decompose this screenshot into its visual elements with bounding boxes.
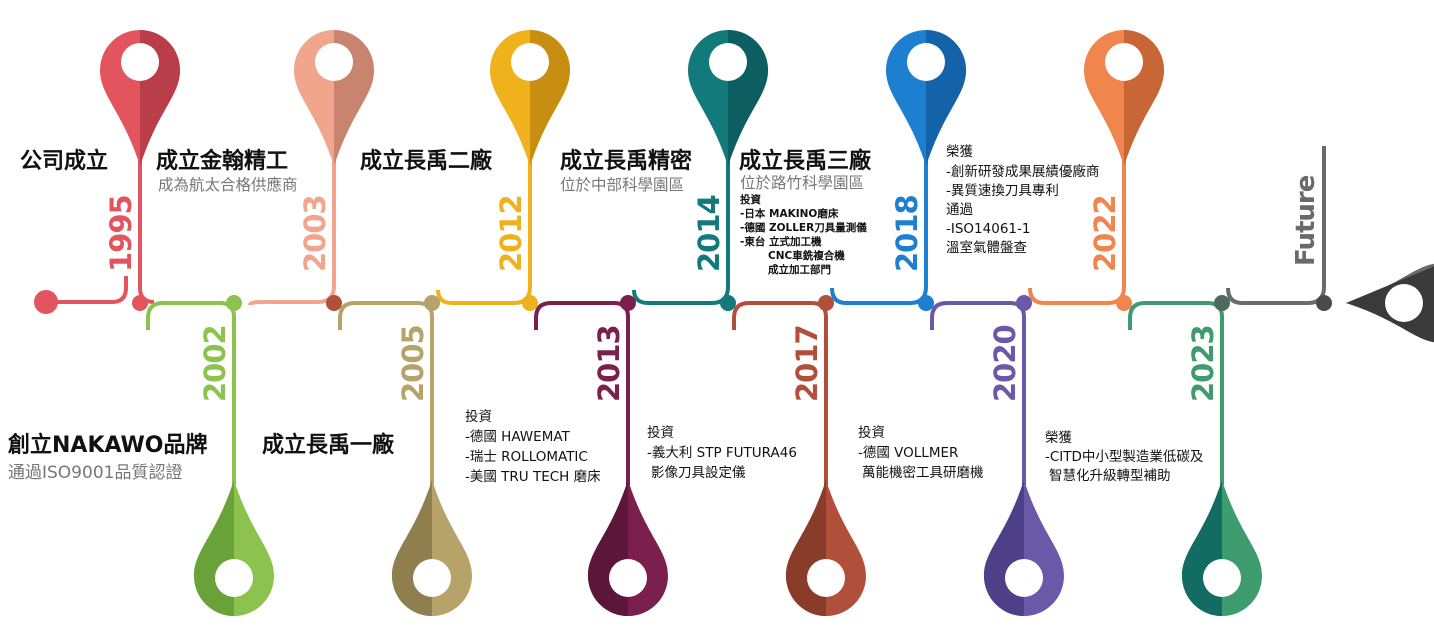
pin-2018 (886, 30, 966, 166)
line-2023-0: 榮獲 (1045, 430, 1073, 446)
spine-segment-2020 (930, 301, 1026, 485)
line-2017-1: -義大利 STP FUTURA46 (647, 444, 797, 461)
spine-segment-2012 (436, 96, 532, 305)
sub-2003: 成為航太合格供應商 (158, 175, 298, 194)
dot-2017 (818, 295, 834, 311)
year-2022: 2022 (1088, 195, 1122, 272)
dot-2013 (620, 295, 636, 311)
dot-2005 (424, 295, 440, 311)
line-2014b-2: -德國 ZOLLER刀具量測儀 (740, 221, 867, 234)
spine-segment-future (1226, 146, 1326, 305)
dot-2020 (1016, 295, 1032, 311)
sub-2014: 位於中部科學園區 (560, 175, 684, 194)
line-2014b-1: -日本 MAKINO磨床 (740, 207, 839, 220)
pin-2017 (786, 480, 866, 616)
line-2013-2: -瑞士 ROLLOMATIC (465, 449, 588, 465)
pin-2013 (588, 480, 668, 616)
pin-2012 (490, 30, 570, 166)
pin-2023 (1182, 480, 1262, 616)
line-2018-1: -創新研發成果展績優廠商 (946, 163, 1099, 180)
dot-2012 (522, 295, 538, 311)
dot-2023 (1214, 295, 1230, 311)
spine-segment-2022 (1028, 96, 1126, 305)
line-2020-2: 萬能機密工具研磨機 (862, 464, 984, 481)
year-2017: 2017 (790, 325, 824, 402)
line-2017-2: 影像刀具設定儀 (651, 465, 746, 481)
sub-2014b: 位於路竹科學園區 (740, 173, 864, 192)
year-2012: 2012 (494, 195, 528, 272)
line-2014b-5: 成立加工部門 (768, 263, 831, 276)
dot-1995 (132, 295, 148, 311)
spine-segment-2003 (248, 96, 336, 306)
line-2017-0: 投資 (647, 425, 674, 441)
pin-2014 (688, 30, 768, 166)
title-1995: 公司成立 (20, 148, 108, 174)
dot-2014 (720, 295, 736, 311)
line-2014b-4: CNC車銑複合機 (768, 249, 845, 262)
line-2018-3: 通過 (946, 202, 974, 218)
year-2002: 2002 (198, 325, 232, 402)
line-2018-2: -異質速換刀具專利 (946, 183, 1059, 199)
line-2020-0: 投資 (858, 425, 885, 441)
spine-segment-2018 (830, 96, 928, 305)
dot-2022 (1116, 295, 1132, 311)
timeline-spine (46, 96, 1326, 485)
event-texts: 公司成立 成立金翰精工 成為航太合格供應商 成立長禹二廠 成立長禹精密 位於中部… (8, 144, 1204, 485)
line-2013-3: -美國 TRU TECH 磨床 (465, 469, 601, 485)
title-2012: 成立長禹二廠 (360, 148, 493, 174)
pin-1995 (100, 30, 180, 166)
pin-future (1346, 263, 1434, 343)
year-future: Future (1291, 175, 1321, 266)
year-labels: 1995 2002 2003 2005 2012 2013 2014 2017 … (104, 175, 1321, 402)
pin-2005 (392, 480, 472, 616)
dot-2018 (918, 295, 934, 311)
line-2020-1: -德國 VOLLMER (858, 445, 958, 461)
spine-segment-2013 (534, 301, 630, 485)
line-2023-1: -CITD中小型製造業低碳及 (1045, 449, 1204, 465)
dot-2003 (326, 295, 342, 311)
line-2018-4: -ISO14061-1 (946, 221, 1030, 237)
line-2018-5: 溫室氣體盤查 (946, 239, 1027, 256)
dot-2002 (226, 295, 242, 311)
spine-segment-2005 (338, 301, 434, 485)
sub-2002: 通過ISO9001品質認證 (8, 463, 182, 483)
title-2014: 成立長禹精密 (560, 148, 692, 174)
spine-segment-1995 (46, 276, 128, 304)
title-2003: 成立金翰精工 (156, 148, 288, 174)
year-2003: 2003 (298, 195, 332, 272)
dot-future (1316, 295, 1332, 311)
year-2005: 2005 (396, 325, 430, 402)
line-2014b-0: 投資 (740, 193, 761, 206)
spine-dots (132, 295, 1332, 311)
pin-2003 (294, 30, 374, 166)
year-2013: 2013 (592, 325, 626, 402)
year-1995: 1995 (104, 195, 138, 272)
year-2023: 2023 (1186, 325, 1220, 402)
title-2002: 創立NAKAWO品牌 (8, 432, 208, 458)
spine-segment-2017 (732, 301, 828, 485)
spine-segment-2023 (1128, 301, 1224, 485)
spine-segment-2014 (632, 96, 730, 305)
line-2023-2: 智慧化升級轉型補助 (1049, 468, 1171, 484)
title-2005: 成立長禹一廠 (262, 432, 395, 458)
spine-segment-2002 (146, 301, 236, 485)
line-2013-1: -德國 HAWEMAT (465, 429, 571, 445)
title-2014b: 成立長禹三廠 (739, 148, 872, 174)
line-2014b-3: -東台 立式加工機 (740, 235, 822, 248)
pin-2020 (984, 480, 1064, 616)
line-2013-0: 投資 (465, 409, 492, 425)
pin-2022 (1084, 30, 1164, 166)
timeline-start-dot (34, 290, 58, 314)
year-2020: 2020 (988, 325, 1022, 402)
pin-2002 (194, 480, 274, 616)
year-2014: 2014 (692, 195, 726, 272)
year-2018: 2018 (890, 195, 924, 272)
line-2018-0: 榮獲 (946, 144, 974, 160)
